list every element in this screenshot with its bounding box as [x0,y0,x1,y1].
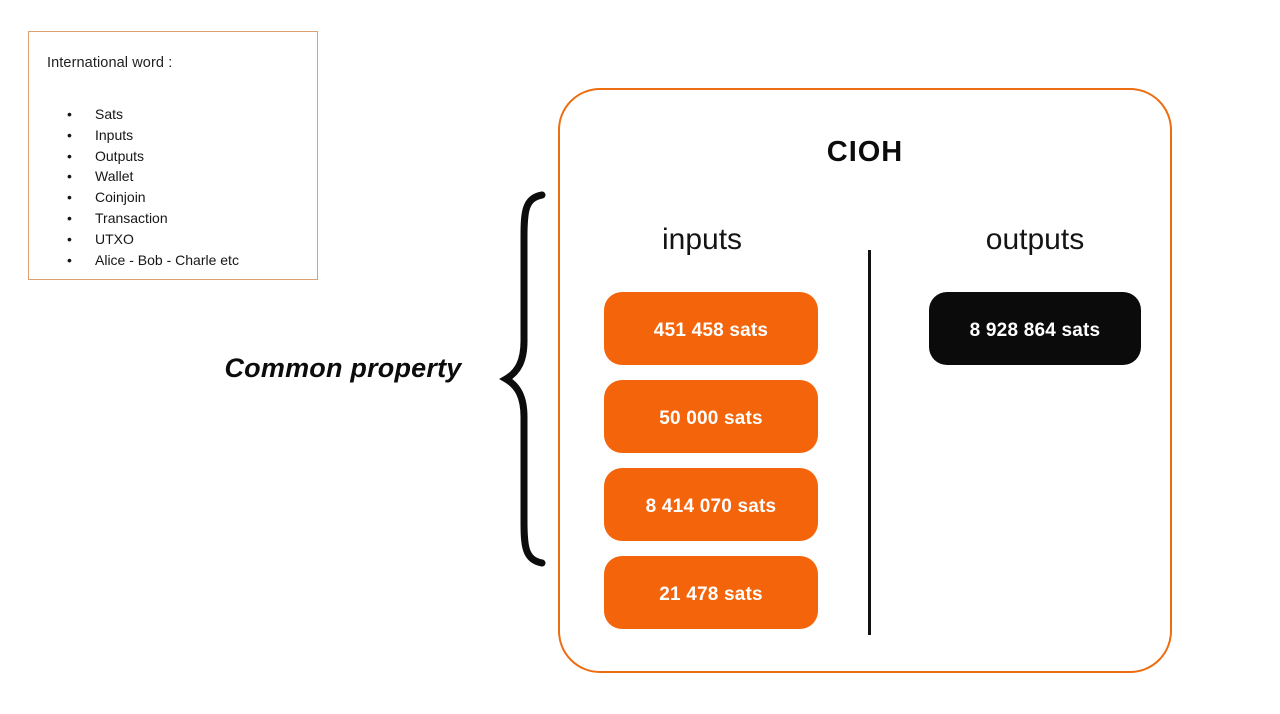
common-property-label: Common property [224,353,462,383]
input-pill: 8 414 070 sats [604,468,818,541]
input-pill-value: 451 458 sats [653,320,769,341]
input-pill-value: 21 478 sats [659,584,763,605]
vocab-item: Outputs [47,146,301,167]
vocab-item: Wallet [47,166,301,187]
vocab-item: Alice - Bob - Charle etc [47,250,301,271]
input-pill: 451 458 sats [604,292,818,365]
vocab-item: Inputs [47,125,301,146]
vocab-list: Sats Inputs Outputs Wallet Coinjoin Tran… [47,104,301,270]
input-pill: 21 478 sats [604,556,818,629]
outputs-label: outputs [985,223,1085,256]
input-pill-value: 50 000 sats [659,408,763,429]
inputs-column: 451 458 sats 50 000 sats 8 414 070 sats … [604,292,818,629]
outputs-column: 8 928 864 sats [929,292,1141,365]
input-pill: 50 000 sats [604,380,818,453]
inputs-outputs-divider [868,250,871,635]
inputs-label: inputs [661,223,743,256]
cioh-title: CIOH [826,136,904,168]
vocab-item: UTXO [47,229,301,250]
output-pill: 8 928 864 sats [929,292,1141,365]
curly-brace-icon [499,191,546,567]
input-pill-value: 8 414 070 sats [645,496,777,517]
vocab-item: Transaction [47,208,301,229]
cioh-panel: CIOH inputs outputs 451 458 sats 50 000 … [558,88,1172,673]
vocab-box-title: International word : [47,55,173,71]
vocab-box: International word : Sats Inputs Outputs… [28,31,318,280]
output-pill-value: 8 928 864 sats [969,320,1101,341]
vocab-item: Sats [47,104,301,125]
vocab-item: Coinjoin [47,187,301,208]
